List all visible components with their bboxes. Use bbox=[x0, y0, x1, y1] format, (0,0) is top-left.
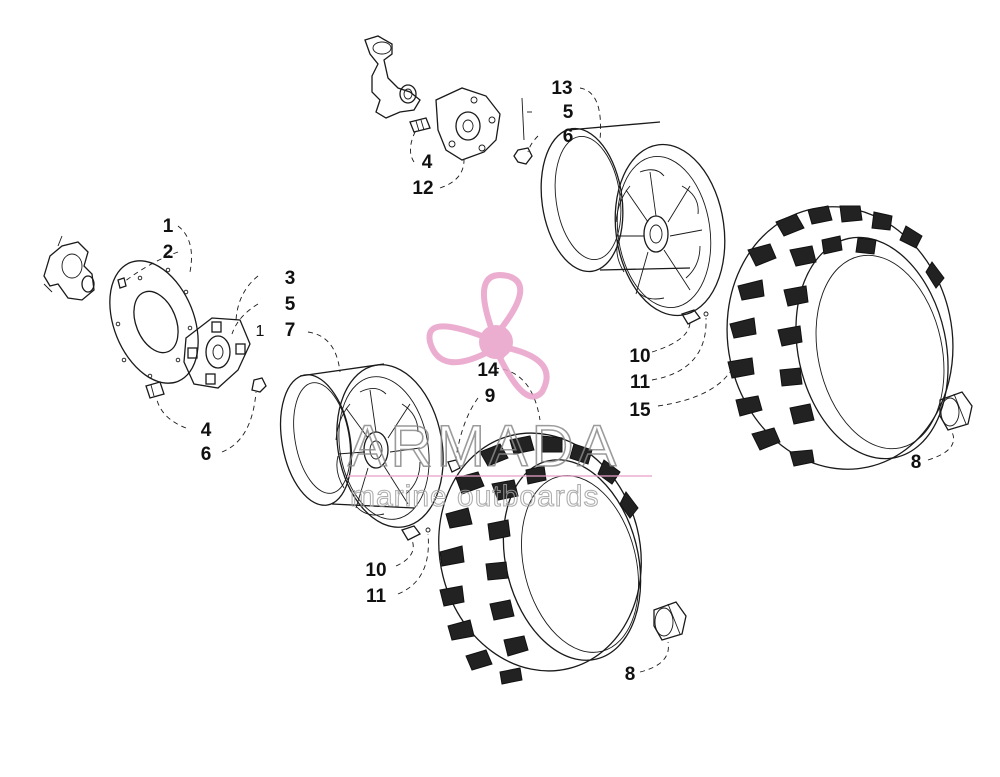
brake-disc-bolt bbox=[117, 277, 127, 289]
top-steering-knuckle bbox=[364, 35, 421, 119]
callout-15: 15 bbox=[629, 400, 651, 421]
watermark-title: ARMADA bbox=[348, 414, 620, 479]
callouts-right: 10 11 15 8 bbox=[629, 346, 921, 473]
callouts-top: 13 5 6 4 12 bbox=[412, 78, 573, 199]
watermark: ARMADA marine outboards bbox=[347, 272, 652, 514]
callout-1-side: 1 bbox=[256, 323, 265, 340]
callout-5-left: 5 bbox=[285, 294, 296, 315]
callout-9: 9 bbox=[485, 386, 496, 407]
top-valve-stem bbox=[681, 309, 709, 325]
callout-11-left: 11 bbox=[366, 586, 387, 607]
leader-lines bbox=[123, 87, 954, 673]
callout-12: 12 bbox=[412, 178, 433, 199]
left-hub-cap bbox=[653, 601, 687, 641]
callout-10-right: 10 bbox=[629, 346, 650, 367]
left-wheel-stud bbox=[145, 381, 165, 399]
center-lug-nut bbox=[447, 459, 461, 473]
top-lug-nut bbox=[513, 147, 533, 165]
callouts-left: 1 2 3 5 7 1 4 6 bbox=[163, 216, 296, 465]
callout-8-bottom: 8 bbox=[625, 664, 636, 685]
right-hub-cap bbox=[939, 391, 973, 431]
right-tire bbox=[726, 205, 954, 470]
left-steering-knuckle bbox=[43, 235, 95, 301]
callout-14: 14 bbox=[477, 360, 499, 381]
top-wheel-stud bbox=[409, 117, 431, 133]
propeller-logo-icon bbox=[426, 272, 550, 400]
callout-6-left: 6 bbox=[201, 444, 212, 465]
left-hub bbox=[183, 317, 251, 389]
callout-7: 7 bbox=[285, 320, 296, 341]
top-wheel-rim bbox=[540, 121, 726, 317]
callout-1: 1 bbox=[163, 216, 174, 237]
callout-11-right: 11 bbox=[630, 372, 651, 393]
callout-6-top: 6 bbox=[563, 126, 574, 147]
left-lug-nut bbox=[251, 377, 267, 393]
left-wheel-rim bbox=[279, 363, 444, 528]
callout-3: 3 bbox=[285, 268, 296, 289]
left-valve-stem bbox=[401, 525, 431, 541]
callout-13: 13 bbox=[551, 78, 572, 99]
top-valve-pin bbox=[521, 97, 525, 141]
callout-2: 2 bbox=[163, 242, 174, 263]
callout-4-left: 4 bbox=[201, 420, 212, 441]
watermark-subtitle: marine outboards bbox=[350, 480, 599, 513]
brake-disc bbox=[109, 260, 199, 384]
callout-4-top: 4 bbox=[422, 152, 433, 173]
callouts-bottom: 8 bbox=[625, 664, 636, 685]
callout-5-top: 5 bbox=[563, 102, 574, 123]
left-tire bbox=[438, 432, 642, 685]
callout-8-right: 8 bbox=[911, 452, 922, 473]
callout-10-left: 10 bbox=[365, 560, 386, 581]
top-hub bbox=[435, 87, 501, 161]
callouts-middle: 14 9 10 11 bbox=[365, 360, 499, 607]
